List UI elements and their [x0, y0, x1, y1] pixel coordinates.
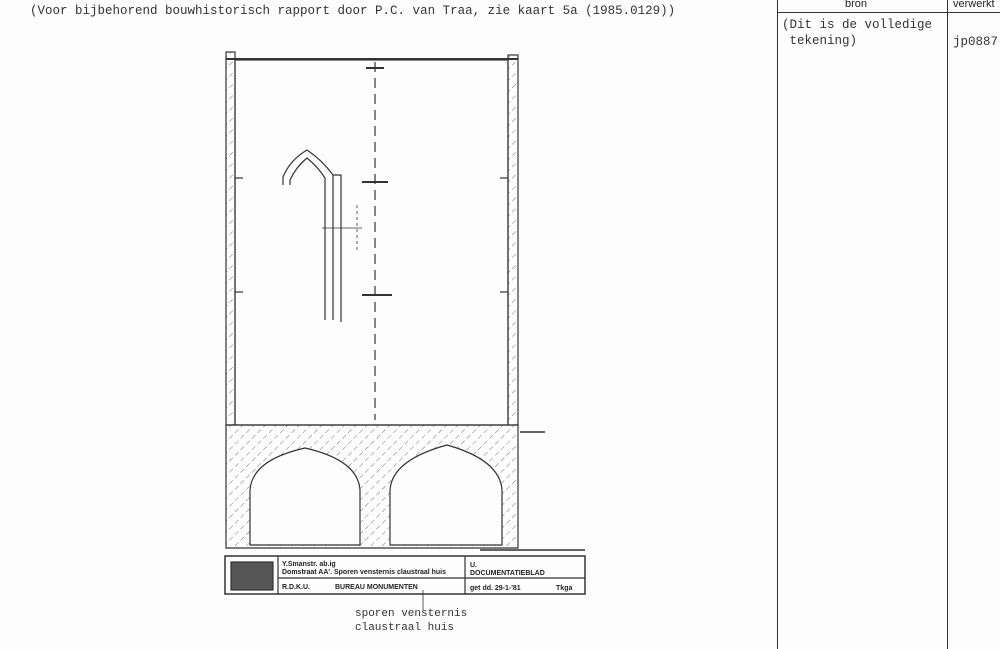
facade-outline [234, 59, 509, 426]
title-line2: Domstraat AA'. Sporen vensternis claustr… [282, 569, 446, 576]
left-wall [225, 51, 236, 426]
table-divider [777, 0, 778, 649]
table-divider [947, 0, 948, 649]
title-date: get dd. 29-1-'81 [470, 585, 521, 592]
title-org1: R.D.K.U. [282, 584, 310, 591]
bron-cell: (Dit is de volledige tekening) [782, 18, 933, 48]
annotation: sporen vensternis claustraal huis [355, 608, 468, 634]
title-doc1: U. [470, 562, 477, 569]
header-bron: bron [845, 0, 868, 10]
title-block [224, 555, 586, 595]
header-verwerkt: verwerkt [953, 0, 995, 10]
title-doc2: DOCUMENTATIEBLAD [470, 570, 545, 577]
right-wall [507, 54, 519, 426]
title-line1: Y.Smanstr. ab.ig [282, 561, 336, 568]
window-niche [282, 149, 342, 322]
caption: (Voor bijbehorend bouwhistorisch rapport… [30, 4, 676, 18]
title-initials: Tkga [556, 585, 572, 592]
table-header-line [777, 12, 1000, 13]
title-org2: BUREAU MONUMENTEN [335, 584, 418, 591]
arch-right [389, 444, 503, 546]
arch-left [249, 447, 361, 546]
verwerkt-cell: jp0887 [953, 35, 999, 49]
logo-icon [230, 561, 274, 591]
